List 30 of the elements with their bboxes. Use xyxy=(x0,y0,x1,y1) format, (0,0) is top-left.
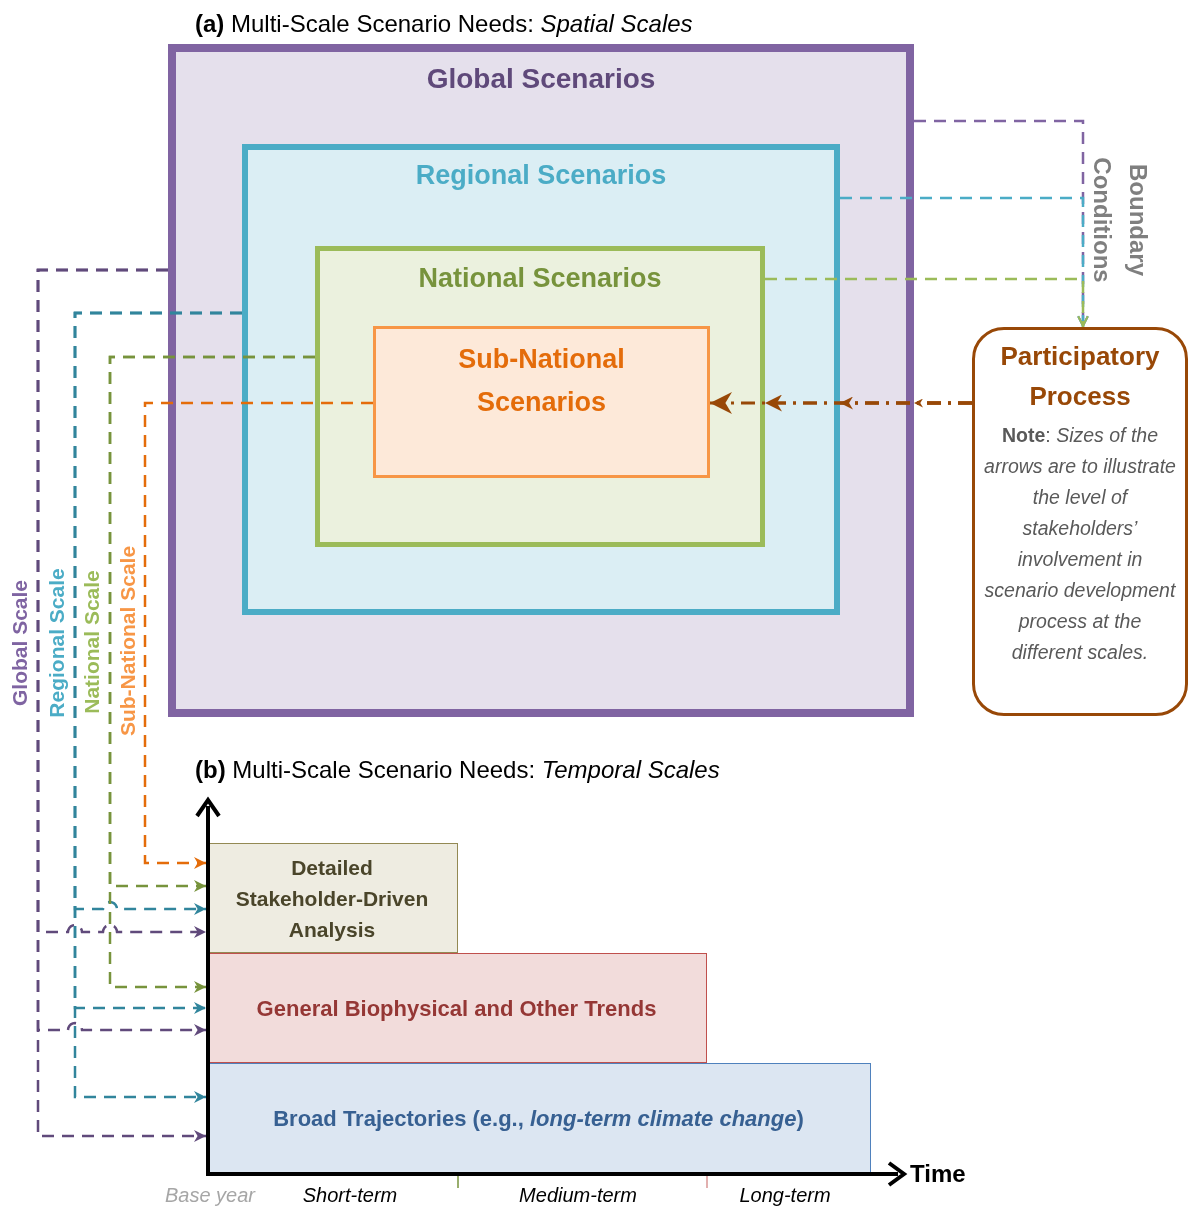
arrow xyxy=(710,392,972,414)
bar-label: Broad Trajectories (e.g., long-term climate change) xyxy=(272,1105,805,1133)
scenario-box xyxy=(373,326,710,478)
scale-label: National Scale xyxy=(79,570,105,714)
tick-label: Long-term xyxy=(739,1183,831,1207)
box-heading: Sub-National Scenarios xyxy=(457,343,626,419)
tick-label: Medium-term xyxy=(519,1183,637,1207)
process-box xyxy=(972,327,1188,716)
panel-title: (a) Multi-Scale Scenario Needs: Spatial Scales xyxy=(195,10,693,39)
box-heading: Regional Scenarios xyxy=(414,159,668,192)
note-text: Note: Sizes of the arrows are to illustrate the level of stakeholders’ involvement in scenario development process at the different scales. xyxy=(983,423,1177,665)
arrow xyxy=(765,277,1089,327)
box-heading: Participatory Process xyxy=(999,340,1161,413)
bar-label: General Biophysical and Other Trends xyxy=(255,994,658,1023)
scenario-box xyxy=(242,144,840,615)
tick-label: Base year xyxy=(164,1183,256,1207)
arrow xyxy=(143,401,373,869)
tick-label: Short-term xyxy=(302,1183,398,1207)
scenario-box xyxy=(315,246,765,547)
scale-label: Regional Scale xyxy=(44,568,70,718)
panel-title: (b) Multi-Scale Scenario Needs: Temporal Scales xyxy=(195,756,720,785)
bar-label: Detailed Stakeholder-Driven Analysis xyxy=(234,854,430,943)
scale-label: Sub-National Scale xyxy=(115,545,141,737)
axis-label: Boundary Conditions xyxy=(1088,156,1153,285)
axis-label: Time xyxy=(910,1160,966,1189)
box-heading: National Scenarios xyxy=(417,262,663,295)
box-heading: Global Scenarios xyxy=(425,62,657,96)
arrow xyxy=(108,355,315,993)
scenario-box xyxy=(168,44,914,717)
scale-label: Global Scale xyxy=(7,579,33,707)
